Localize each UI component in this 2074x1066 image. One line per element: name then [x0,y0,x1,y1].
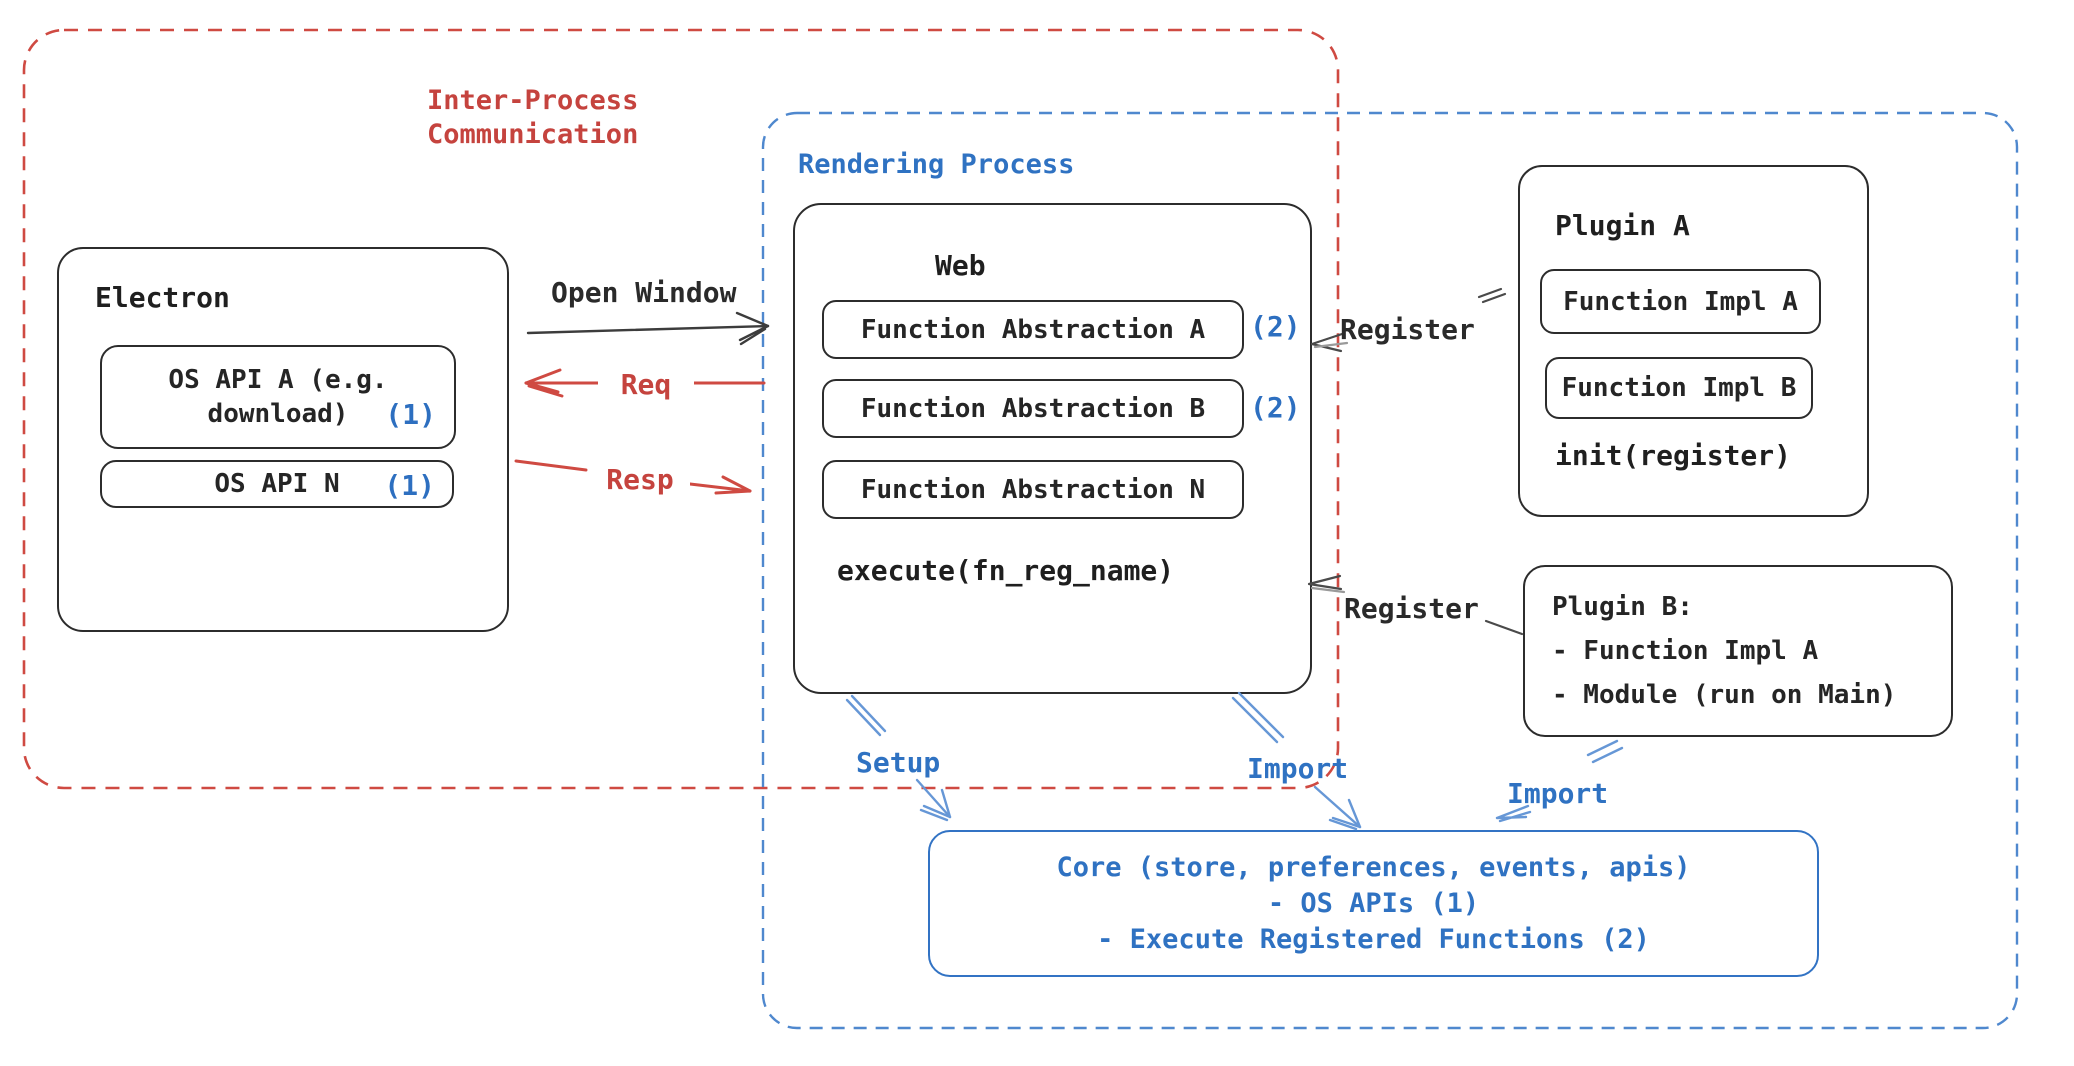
plugin-b-item-module: - Module (run on Main) [1552,680,1897,710]
register-b-label: Register [1344,592,1479,625]
import-plugin-label: Import [1507,777,1609,810]
import-web-label: Import [1247,752,1349,785]
register-a-label: Register [1340,313,1475,346]
function-abstraction-n-box: Function Abstraction N [822,460,1244,519]
os-api-n-text: OS API N [214,469,340,499]
function-abstraction-b-text: Function Abstraction B [860,393,1206,424]
os-api-a-line2: download) [207,399,349,429]
os-api-a-line1: OS API A (e.g. [168,365,388,395]
plugin-b-box: Plugin B: - Function Impl A - Module (ru… [1523,565,1953,737]
core-line-2: - OS APIs (1) [1267,887,1480,919]
function-abstraction-a-badge: (2) [1250,310,1301,343]
req-label: Req [598,368,694,401]
plugin-a-init-text: init(register) [1555,439,1792,472]
function-impl-a-box: Function Impl A [1540,269,1821,334]
web-execute-text: execute(fn_reg_name) [837,554,1175,587]
core-line-1: Core (store, preferences, events, apis) [1056,851,1691,883]
rendering-region-label: Rendering Process [798,149,1075,180]
setup-label: Setup [856,746,941,779]
os-api-a-box: OS API A (e.g. download) (1) [100,345,456,449]
function-impl-b-box: Function Impl B [1545,357,1813,419]
os-api-n-box: OS API N (1) [100,460,454,508]
resp-label: Resp [590,463,690,496]
os-api-a-badge: (1) [385,398,436,431]
function-impl-a-text: Function Impl A [1563,286,1798,317]
open-window-label: Open Window [551,276,737,309]
web-title: Web [935,249,986,282]
plugin-b-item-impl-a: - Function Impl A [1552,636,1819,666]
plugin-a-title: Plugin A [1555,209,1690,242]
os-api-n-badge: (1) [384,469,435,502]
function-abstraction-b-badge: (2) [1250,391,1301,424]
core-box: Core (store, preferences, events, apis) … [928,830,1819,977]
function-abstraction-b-box: Function Abstraction B [822,379,1244,438]
function-abstraction-a-text: Function Abstraction A [860,314,1206,345]
plugin-a-box: Plugin A Function Impl A Function Impl B… [1518,165,1869,517]
electron-box: Electron OS API A (e.g. download) (1) OS… [57,247,509,632]
os-api-a-text: OS API A (e.g. download) [168,363,387,431]
web-box: Web Function Abstraction A (2) Function … [793,203,1312,694]
function-abstraction-a-box: Function Abstraction A [822,300,1244,359]
function-abstraction-n-text: Function Abstraction N [860,474,1206,505]
plugin-b-title: Plugin B: [1552,592,1693,622]
core-line-3: - Execute Registered Functions (2) [1097,923,1650,955]
plugin-b-content: Plugin B: - Function Impl A - Module (ru… [1552,585,1896,717]
function-impl-b-text: Function Impl B [1561,373,1797,403]
open-window-arrow [526,311,770,346]
ipc-region-label: Inter-Process Communication [427,85,639,150]
electron-title: Electron [95,281,230,314]
